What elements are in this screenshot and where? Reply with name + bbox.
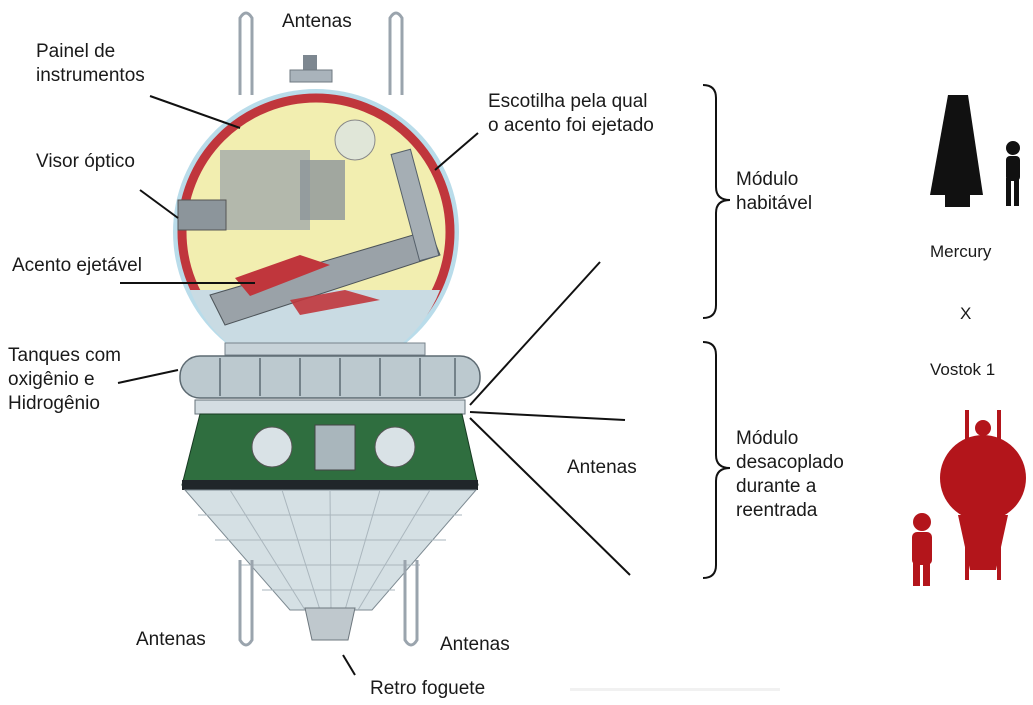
antenas-top-label: Antenas: [282, 11, 352, 32]
sphere-collar: [224, 342, 426, 356]
modulo-habitavel-label: Módulo habitável: [736, 169, 813, 214]
vostok-silhouette: [912, 410, 1026, 586]
image-artifact: [570, 688, 780, 691]
vostok-label: Vostok 1: [930, 360, 996, 379]
top-antennas: [238, 11, 404, 95]
equipment-ring: [194, 399, 466, 415]
antenas-bottom-right-label: Antenas: [440, 634, 510, 655]
descoupled-brace: [702, 341, 731, 579]
painel-label: Painel de instrumentos: [36, 41, 145, 86]
visor-label: Visor óptico: [36, 151, 135, 172]
gas-tanks-ring: [179, 355, 481, 399]
habitable-brace: [702, 84, 731, 319]
mercury-label: Mercury: [930, 242, 992, 261]
bottom-antennas: [238, 560, 419, 647]
tanques-label: Tanques com oxigênio e Hidrogênio: [8, 345, 122, 414]
retro-cone: [183, 489, 478, 611]
habitable-module-sphere: [173, 89, 459, 376]
acento-label: Acento ejetável: [12, 255, 142, 276]
descoupled-module-body: [181, 413, 479, 490]
leader-lines: [117, 95, 631, 676]
top-hatch: [289, 55, 333, 83]
mercury-silhouette: [930, 95, 1020, 207]
modulo-desacoplado-label: Módulo desacoplado durante a reentrada: [736, 428, 844, 521]
escotilha-label: Escotilha pela qual o acento foi ejetado: [488, 91, 654, 136]
retro-foguete-label: Retro foguete: [370, 678, 486, 699]
antenas-right-label: Antenas: [567, 457, 637, 478]
retro-rocket-nozzle: [304, 607, 356, 641]
antenas-bottom-left-label: Antenas: [136, 629, 206, 650]
versus-label: X: [960, 304, 972, 323]
